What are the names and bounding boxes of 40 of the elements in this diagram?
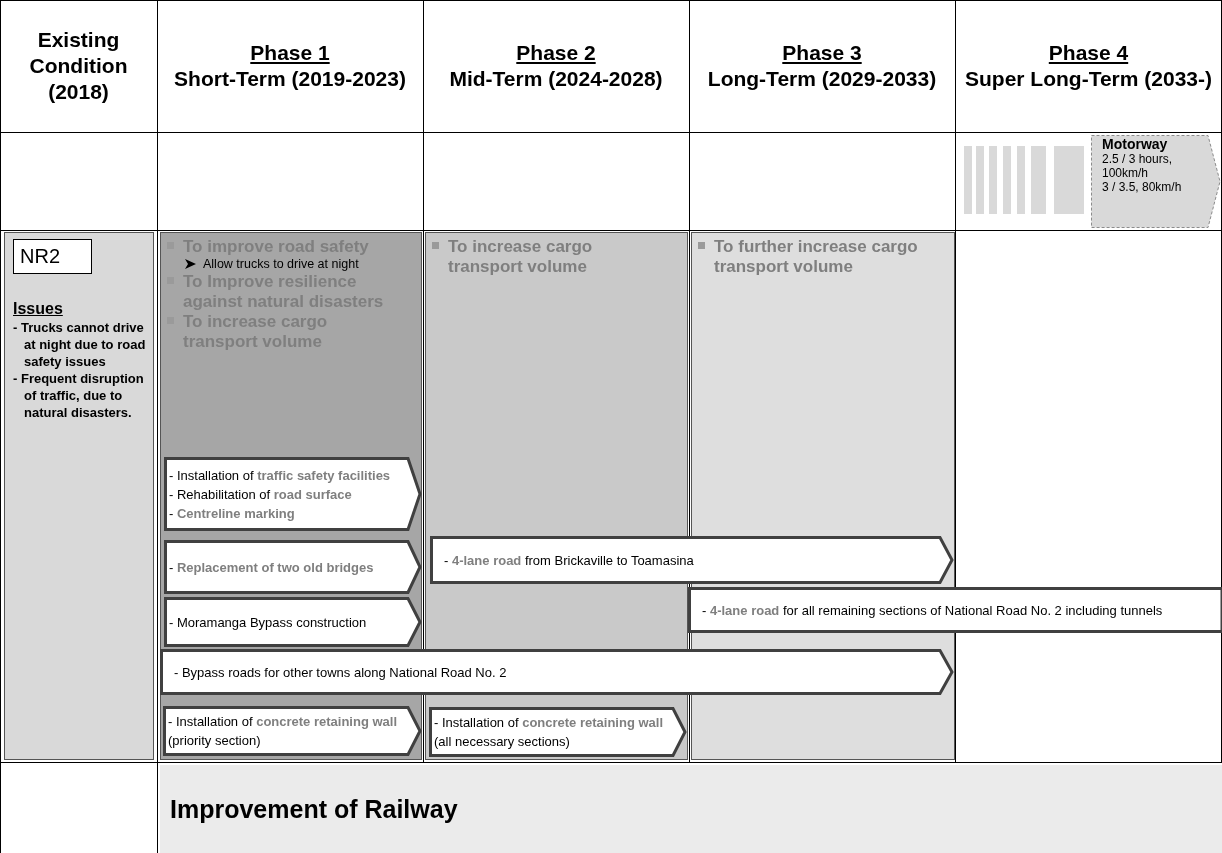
period-heading: Long-Term (2029-2033) — [707, 66, 937, 92]
section-heading: Improvement of Railway — [170, 794, 458, 824]
phase-heading: Phase 3 — [782, 40, 862, 66]
phase-heading: Phase 4 — [1048, 40, 1129, 66]
period-heading: Super Long-Term (2033-) — [965, 66, 1212, 92]
phase-heading: Phase 1 — [250, 40, 330, 66]
motorway-detail: 3 / 3.5, 80km/h — [1102, 180, 1183, 194]
action-banner — [164, 457, 422, 531]
action-text: - Installation of concrete retaining wall (all necessary sections) — [434, 714, 665, 751]
objective-text: To increase cargo transport volume — [448, 237, 594, 277]
period-heading: Mid-Term (2024-2028) — [449, 66, 663, 92]
section-heading: Issues — [13, 299, 64, 319]
issues-panel — [4, 232, 154, 760]
sub-objective-text: Allow trucks to drive at night — [203, 257, 360, 272]
action-banner — [430, 536, 954, 584]
objective-text: To further increase cargo transport volume — [714, 237, 919, 277]
action-text: - Rehabilitation of road surface — [169, 485, 353, 504]
action-text: - 4-lane road for all remaining sections of National Road No. 2 including tunnels — [702, 601, 1164, 620]
action-text: - Installation of concrete retaining wall (priority section) — [168, 713, 399, 750]
action-text: - Centreline marking — [169, 504, 296, 523]
action-banner — [164, 597, 422, 647]
action-text: - Bypass roads for other towns along National Road No. 2 — [174, 663, 508, 682]
action-text: - Moramanga Bypass construction — [169, 613, 368, 632]
period-heading: Short-Term (2019-2023) — [174, 66, 406, 92]
route-tag: NR2 — [13, 239, 92, 274]
action-banner — [163, 706, 422, 756]
action-banner — [160, 649, 954, 695]
issue-text: - Trucks cannot drive at night due to road safety issues — [13, 319, 147, 370]
action-text: - 4-lane road from Brickaville to Toamasina — [444, 551, 695, 570]
phase-heading: Phase 2 — [516, 40, 596, 66]
action-banner — [164, 540, 422, 594]
action-text: - Replacement of two old bridges — [169, 558, 375, 577]
issue-text: - Frequent disruption of traffic, due to natural disasters. — [13, 370, 145, 421]
action-text: - Installation of traffic safety facilities — [169, 466, 392, 485]
motorway-detail: 2.5 / 3 hours, 100km/h — [1102, 152, 1174, 180]
action-banner — [429, 707, 687, 757]
motorway-title: Motorway — [1102, 136, 1169, 152]
action-banner — [688, 587, 1222, 633]
column-heading: Existing Condition (2018) — [28, 27, 129, 105]
motorway-banner — [1090, 134, 1222, 229]
